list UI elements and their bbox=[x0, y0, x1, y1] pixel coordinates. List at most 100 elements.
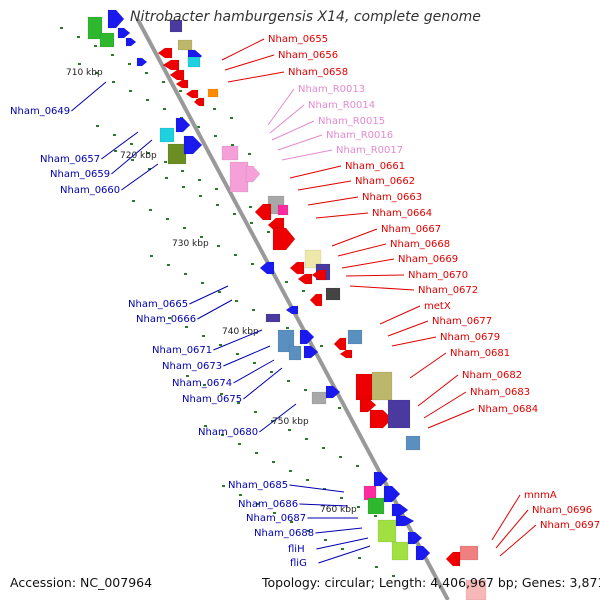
tick-dot bbox=[304, 389, 307, 391]
gene-arrow bbox=[391, 503, 409, 517]
gene-block bbox=[169, 19, 183, 33]
gene-label-nham_r0014: Nham_R0014 bbox=[308, 100, 375, 111]
tick-dot bbox=[233, 213, 236, 215]
gene-label-nham_0649: Nham_0649 bbox=[10, 106, 70, 117]
tick-dot bbox=[204, 425, 207, 427]
leader-line bbox=[223, 345, 271, 367]
tick-dot bbox=[150, 255, 153, 257]
gene-arrow bbox=[311, 269, 327, 281]
tick-dot bbox=[166, 218, 169, 220]
tick-dot bbox=[199, 195, 202, 197]
leader-line bbox=[227, 71, 285, 83]
gene-label-nham_0675: Nham_0675 bbox=[182, 394, 242, 405]
gene-arrow bbox=[162, 59, 180, 71]
gene-label-nham_0685: Nham_0685 bbox=[228, 480, 288, 491]
gene-features bbox=[87, 9, 487, 600]
tick-dot bbox=[289, 470, 292, 472]
tick-dot bbox=[248, 153, 251, 155]
tick-dot bbox=[288, 429, 291, 431]
tick-dot bbox=[183, 227, 186, 229]
tick-dot bbox=[131, 159, 134, 161]
leader-line bbox=[491, 494, 521, 541]
gene-label-nham_0681: Nham_0681 bbox=[450, 348, 510, 359]
leader-line bbox=[345, 274, 405, 277]
tick-dot bbox=[356, 465, 359, 467]
tick-dot bbox=[217, 245, 220, 247]
gene-label-nham_r0016: Nham_R0016 bbox=[326, 130, 393, 141]
leader-line bbox=[224, 54, 275, 71]
gene-block bbox=[347, 329, 363, 345]
gene-arrow bbox=[169, 69, 185, 81]
tick-dot bbox=[392, 575, 395, 577]
gene-label-nham_0677: Nham_0677 bbox=[432, 316, 492, 327]
gene-block bbox=[159, 127, 175, 143]
gene-label-nham_0657: Nham_0657 bbox=[40, 154, 100, 165]
gene-label-nham_0669: Nham_0669 bbox=[398, 254, 458, 265]
gene-label-flig: fliG bbox=[290, 558, 307, 569]
tick-dot bbox=[271, 420, 274, 422]
leader-line bbox=[289, 165, 342, 179]
leader-line bbox=[101, 131, 139, 160]
tick-dot bbox=[235, 300, 238, 302]
gene-label-nham_0659: Nham_0659 bbox=[50, 169, 110, 180]
tick-dot bbox=[167, 264, 170, 266]
tick-dot bbox=[198, 179, 201, 181]
gene-label-nham_0671: Nham_0671 bbox=[152, 345, 212, 356]
gene-label-flih: fliH bbox=[288, 544, 305, 555]
leader-line bbox=[318, 545, 371, 564]
tick-dot bbox=[60, 27, 63, 29]
gene-label-nham_0655: Nham_0655 bbox=[268, 34, 328, 45]
tick-dot bbox=[128, 63, 131, 65]
gene-block bbox=[265, 313, 281, 323]
kbp-tick-label: 720 kbp bbox=[120, 151, 157, 161]
gene-arrow bbox=[285, 305, 299, 315]
tick-dot bbox=[197, 126, 200, 128]
leader-line bbox=[417, 374, 459, 407]
gene-label-nham_0666: Nham_0666 bbox=[136, 314, 196, 325]
tick-dot bbox=[165, 177, 168, 179]
gene-block bbox=[405, 435, 421, 451]
tick-dot bbox=[216, 204, 219, 206]
gene-label-nham_0697: Nham_0697 bbox=[540, 520, 600, 531]
leader-line bbox=[269, 104, 305, 134]
gene-arrow bbox=[259, 261, 275, 275]
tick-dot bbox=[253, 362, 256, 364]
tick-dot bbox=[358, 557, 361, 559]
gene-block bbox=[277, 204, 289, 216]
tick-dot bbox=[272, 461, 275, 463]
leader-line bbox=[391, 336, 437, 347]
tick-dot bbox=[130, 143, 133, 145]
gene-arrow bbox=[175, 117, 191, 133]
leader-line bbox=[289, 484, 345, 493]
tick-dot bbox=[164, 161, 167, 163]
gene-label-nham_0682: Nham_0682 bbox=[462, 370, 522, 381]
accession-text: Accession: NC_007964 bbox=[10, 575, 153, 590]
leader-line bbox=[387, 320, 429, 337]
tick-dot bbox=[286, 327, 289, 329]
tick-dot bbox=[219, 344, 222, 346]
tick-dot bbox=[201, 282, 204, 284]
gene-arrow bbox=[175, 79, 189, 89]
leader-line bbox=[213, 329, 263, 351]
gene-block bbox=[459, 545, 479, 561]
leader-line bbox=[277, 134, 323, 151]
tick-dot bbox=[306, 479, 309, 481]
gene-block bbox=[355, 373, 375, 401]
tick-dot bbox=[341, 548, 344, 550]
gene-arrow bbox=[303, 345, 319, 359]
gene-arrow bbox=[333, 337, 347, 351]
tick-dot bbox=[234, 254, 237, 256]
tick-dot bbox=[375, 566, 378, 568]
gene-block bbox=[325, 287, 341, 301]
gene-block bbox=[177, 39, 193, 51]
tick-dot bbox=[148, 168, 151, 170]
gene-block bbox=[377, 519, 397, 543]
gene-arrow bbox=[299, 329, 315, 345]
gene-label-nham_0696: Nham_0696 bbox=[532, 505, 592, 516]
tick-dot bbox=[339, 456, 342, 458]
gene-arrow bbox=[185, 89, 199, 99]
kbp-tick-label: 760 kbp bbox=[320, 505, 357, 515]
leader-line bbox=[243, 367, 283, 400]
gene-label-mnma: mnmA bbox=[524, 490, 557, 501]
